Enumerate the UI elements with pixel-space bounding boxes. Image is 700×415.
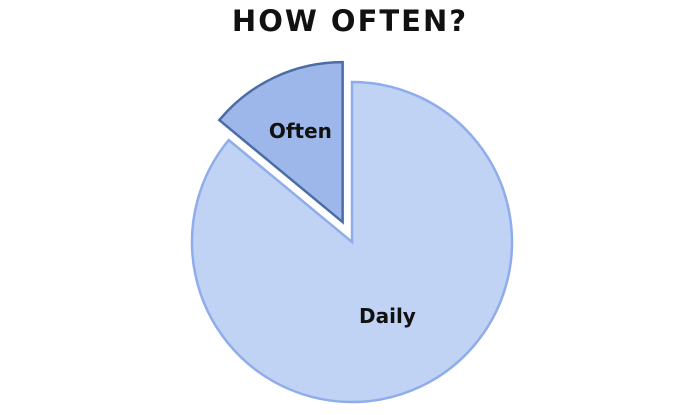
slice-label-daily: Daily: [359, 304, 416, 328]
pie-slice-daily: [190, 80, 514, 404]
chart-title: HOW OFTEN?: [231, 4, 469, 38]
pie-slice-often: [217, 60, 344, 225]
slice-label-often: Often: [269, 119, 332, 143]
